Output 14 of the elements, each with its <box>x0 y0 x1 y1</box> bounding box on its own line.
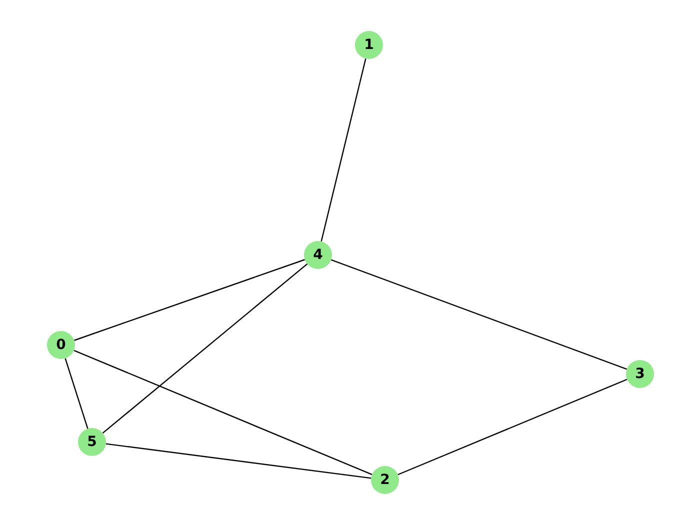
edge-line <box>320 58 366 242</box>
edge-line <box>74 350 372 476</box>
graph-node: 2 <box>371 466 399 494</box>
edge-line <box>64 358 88 429</box>
edge-line <box>330 259 628 370</box>
graph-node: 5 <box>78 428 106 456</box>
graph-node: 1 <box>355 31 383 59</box>
edge-line <box>102 263 308 434</box>
edge-line <box>106 443 372 479</box>
edge-line <box>398 378 628 476</box>
graph-node: 3 <box>626 360 654 388</box>
graph-node: 4 <box>304 241 332 269</box>
graph-node: 0 <box>47 331 75 359</box>
edge-line <box>74 259 305 341</box>
